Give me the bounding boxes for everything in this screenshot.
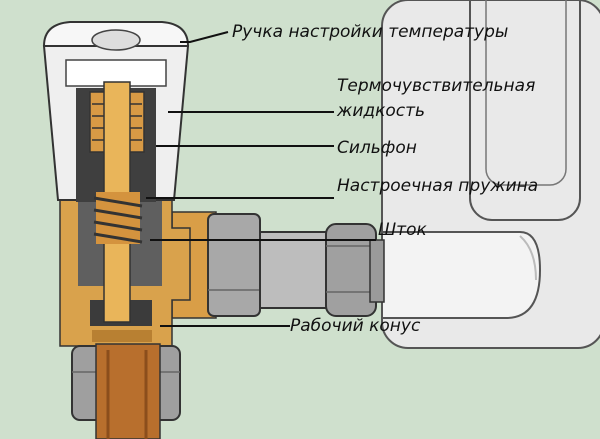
label-bellows: Сильфон [337, 138, 417, 158]
label-fluid-line2: жидкость [337, 101, 426, 121]
label-cone: Рабочий конус [290, 316, 421, 336]
radiator [381, 0, 600, 349]
label-knob: Ручка настройки температуры [232, 22, 509, 42]
label-spring: Настроечная пружина [337, 176, 539, 196]
bottom-nut [71, 343, 181, 439]
label-fluid-line1: Термочувствительная [337, 76, 536, 96]
setting-spring [93, 192, 143, 244]
knob-leader [180, 31, 229, 43]
label-stem: Шток [378, 220, 427, 240]
